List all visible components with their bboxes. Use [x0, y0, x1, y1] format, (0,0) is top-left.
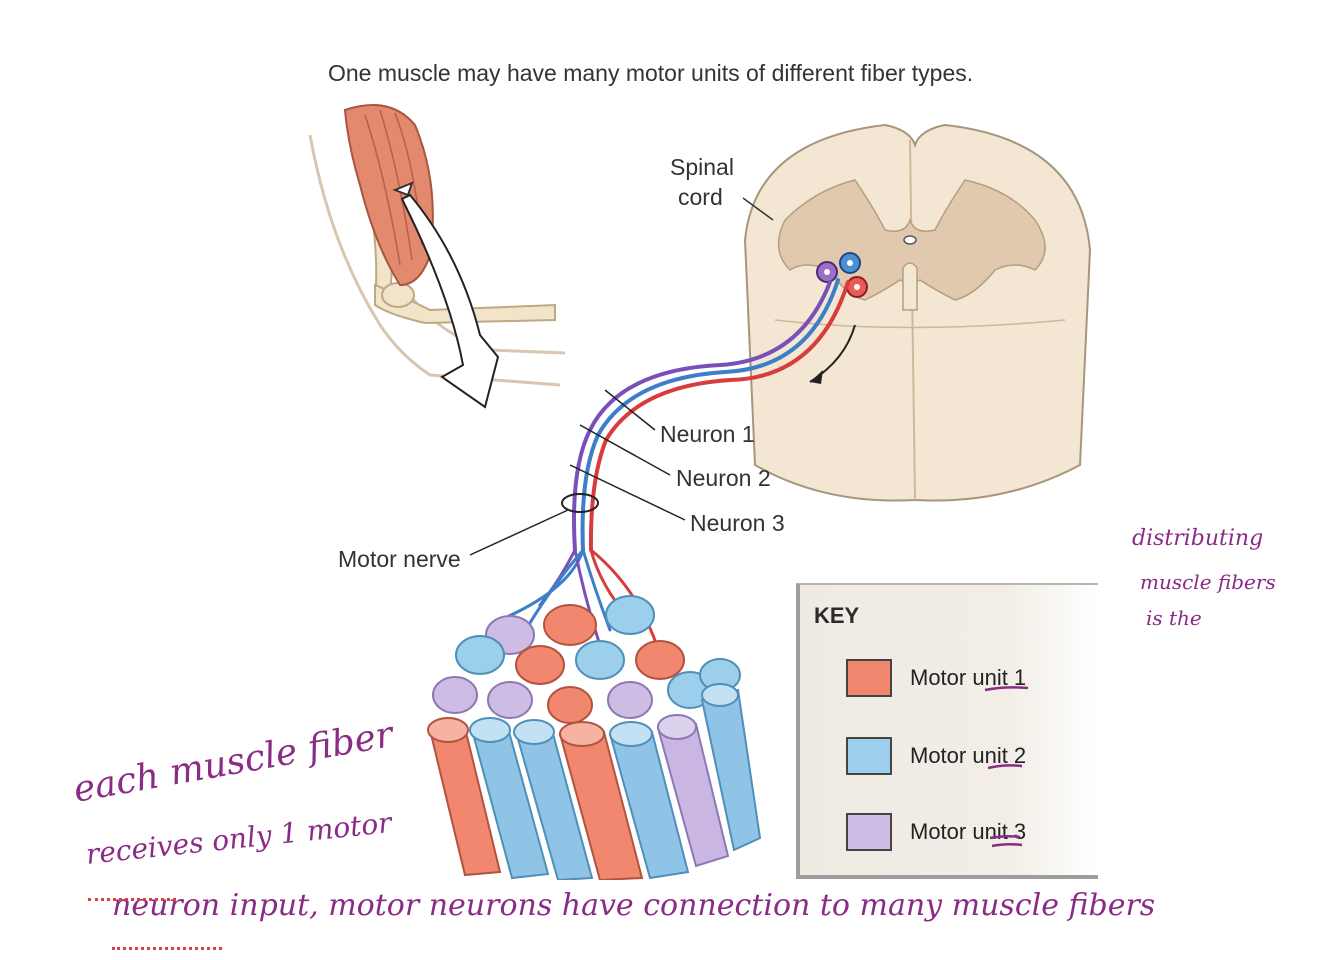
handwritten-underlines — [984, 686, 1029, 848]
spinal-cord-label-2: cord — [678, 184, 723, 210]
key-title: KEY — [814, 603, 860, 628]
side-note-line-2: muscle fibers — [1140, 570, 1276, 594]
motor-unit-1-label: Motor unit 1 — [910, 665, 1027, 690]
spellcheck-underline-2 — [112, 947, 222, 950]
motor-unit-3-swatch — [846, 813, 892, 851]
motor-nerve-label: Motor nerve — [338, 546, 461, 572]
figure-title: One muscle may have many motor units of … — [328, 60, 974, 86]
neuron-3-label: Neuron 3 — [690, 510, 785, 536]
motor-unit-3-label: Motor unit 3 — [910, 819, 1027, 844]
side-note-line-1: distributing — [1132, 526, 1264, 551]
neuron-1-label: Neuron 1 — [660, 421, 755, 447]
motor-unit-2-label: Motor unit 2 — [910, 743, 1027, 768]
motor-nerve-illustration — [427, 278, 850, 880]
motor-unit-2-swatch — [846, 737, 892, 775]
spinal-cord-label: Spinal — [670, 154, 734, 180]
motor-unit-1-swatch — [846, 659, 892, 697]
spinal-cord-illustration — [742, 123, 1092, 502]
key-legend: KEY Motor unit 1 Motor unit 2 Motor unit… — [796, 583, 1098, 879]
spellcheck-underline — [88, 898, 176, 901]
note-line-1: each muscle fiber — [70, 714, 397, 811]
arm-illustration — [308, 104, 566, 409]
side-note-line-3: is the — [1146, 606, 1202, 630]
neuron-2-label: Neuron 2 — [676, 465, 771, 491]
note-line-3: neuron input, motor neurons have connect… — [112, 888, 1156, 923]
note-line-2: receives only 1 motor — [84, 805, 394, 871]
